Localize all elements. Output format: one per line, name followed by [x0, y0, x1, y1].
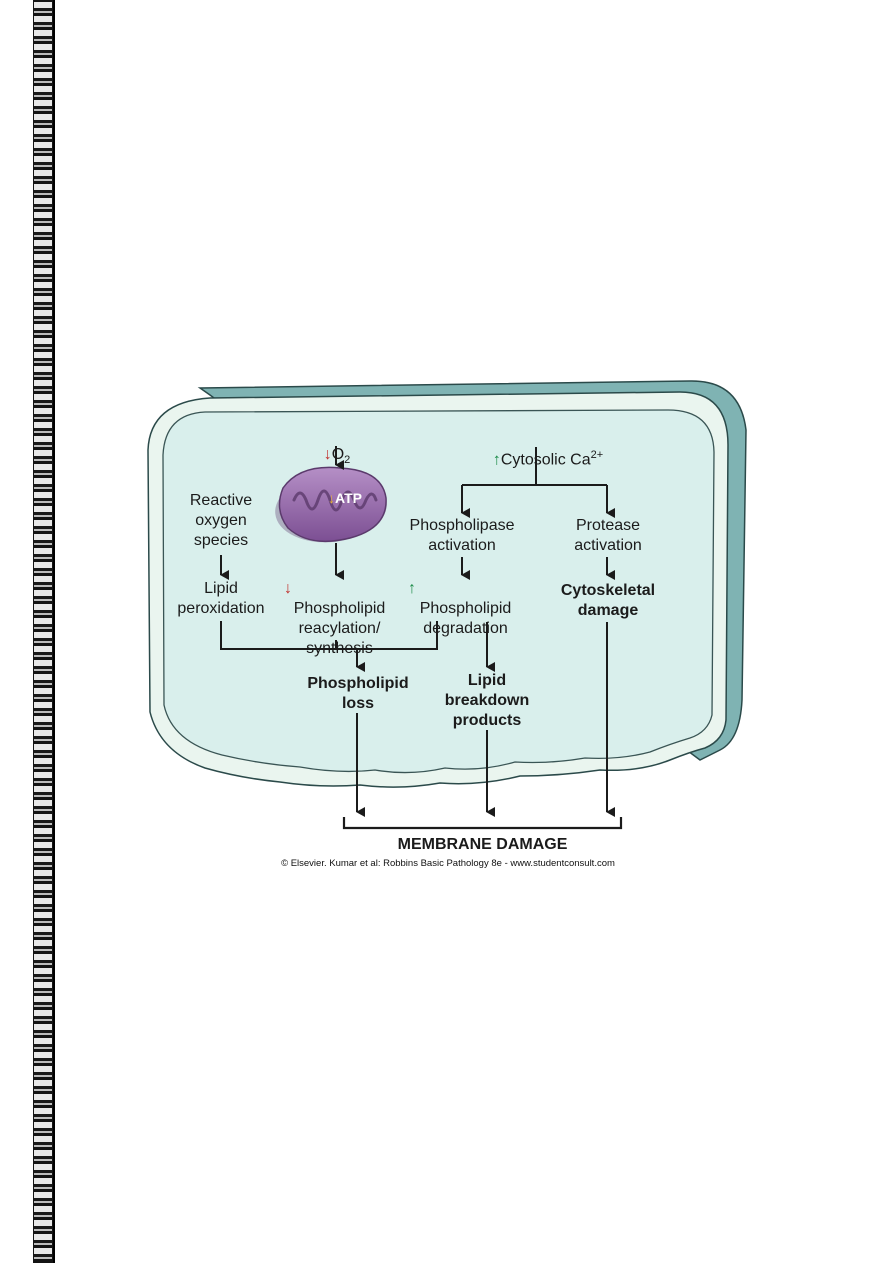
o2-label: ↓O2 — [323, 446, 351, 467]
phospholipid-loss-label: Phospholipid loss — [307, 675, 409, 712]
decrease-arrow-icon: ↓ — [323, 446, 332, 463]
line-converge-bracket — [220, 621, 438, 650]
degradation-increase-arrow-icon: ↑ — [408, 580, 416, 597]
lipid-peroxidation-label: Lipid peroxidation — [177, 580, 265, 617]
copyright-notice: © Elsevier. Kumar et al: Robbins Basic P… — [281, 858, 615, 869]
increase-arrow-icon: ↑ — [492, 451, 501, 469]
mitochondrion-icon — [275, 466, 387, 543]
lipid-breakdown-label: Lipid breakdown products — [444, 672, 530, 729]
cytosolic-calcium-label: ↑Cytosolic Ca2+ — [492, 449, 604, 469]
atp-label: ↓ATP — [328, 490, 362, 506]
reactive-oxygen-label: Reactive oxygen species — [189, 492, 253, 549]
atp-decrease-arrow-icon: ↓ — [328, 490, 335, 506]
reacylation-decrease-arrow-icon: ↓ — [284, 580, 292, 597]
border-rule — [53, 0, 55, 1263]
cytoskeletal-damage-label: Cytoskeletal damage — [560, 582, 656, 619]
protease-activation-label: Protease activation — [574, 517, 642, 554]
phospholipase-activation-label: Phospholipase activation — [409, 517, 515, 554]
membrane-damage-label: MEMBRANE DAMAGE — [397, 836, 568, 853]
membrane-damage-bracket — [342, 817, 623, 830]
phospholipid-degradation-label: ↑Phospholipid degradation — [408, 580, 512, 637]
decorative-page-border — [0, 0, 55, 1263]
phospholipid-reacylation-label: ↓Phospholipid reacylation/ synthesis — [284, 580, 386, 657]
border-pattern — [34, 2, 52, 1261]
